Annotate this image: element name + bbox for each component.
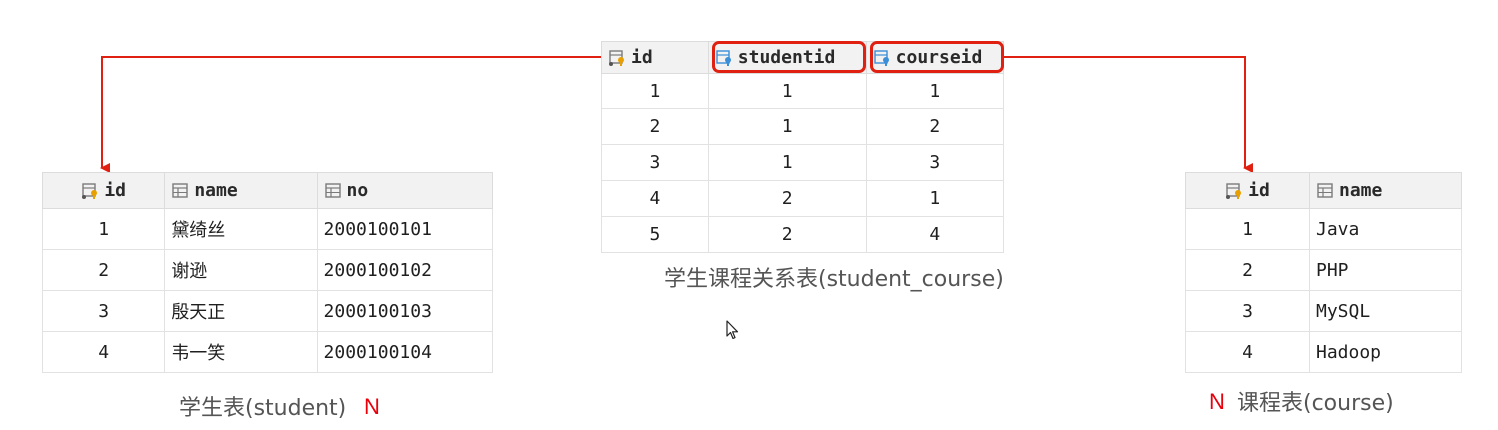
column-header-id[interactable]: id [1185, 172, 1310, 209]
cell-name[interactable]: 殷天正 [164, 290, 318, 332]
cell-courseid[interactable]: 1 [865, 180, 1005, 217]
cell-id[interactable]: 2 [41, 249, 166, 291]
cell-name[interactable]: MySQL [1309, 290, 1462, 332]
cell-id[interactable]: 5 [601, 216, 709, 253]
cell-id[interactable]: 4 [41, 331, 166, 373]
key-column-icon [609, 49, 624, 66]
cell-courseid[interactable]: 2 [865, 108, 1005, 145]
cell-studentid[interactable]: 1 [707, 144, 867, 181]
key-column-icon [1226, 182, 1242, 199]
course-caption: 课程表(course) [1237, 391, 1394, 416]
cell-id[interactable]: 4 [1185, 331, 1310, 373]
table-row[interactable]: 1 黛绮丝 2000100101 [41, 208, 494, 250]
table-row[interactable]: 2 谢逊 2000100102 [41, 249, 494, 291]
cell-name[interactable]: PHP [1309, 249, 1462, 291]
column-header-studentid[interactable]: studentid [707, 41, 867, 74]
column-icon [172, 182, 189, 198]
cell-no[interactable]: 2000100103 [316, 290, 494, 332]
foreign-key-column-icon [716, 49, 731, 66]
cell-id[interactable]: 3 [601, 144, 709, 181]
header-label: no [346, 180, 369, 201]
student-cardinality: N [364, 394, 380, 419]
table-row[interactable]: 4 韦一笑 2000100104 [41, 331, 494, 373]
table-row[interactable]: 1 1 1 [601, 73, 1005, 109]
student-course-caption: 学生课程关系表(student_course) [664, 267, 1004, 292]
table-row[interactable]: 1 Java [1185, 208, 1462, 250]
studentid-highlight [712, 41, 866, 73]
cell-courseid[interactable]: 4 [865, 216, 1005, 253]
cell-name[interactable]: Java [1309, 208, 1462, 250]
cell-courseid[interactable]: 3 [865, 144, 1005, 181]
mouse-cursor-icon [726, 320, 739, 340]
header-label: name [1339, 180, 1383, 201]
header-label: studentid [737, 47, 836, 68]
cell-name[interactable]: 黛绮丝 [164, 208, 318, 250]
cell-id[interactable]: 2 [601, 108, 709, 145]
cell-name[interactable]: Hadoop [1309, 331, 1462, 373]
header-label: name [194, 180, 238, 201]
cell-name[interactable]: 韦一笑 [164, 331, 318, 373]
column-icon [324, 182, 341, 198]
header-label: id [1248, 180, 1270, 201]
column-header-id[interactable]: id [41, 172, 166, 209]
cell-no[interactable]: 2000100101 [316, 208, 494, 250]
cell-courseid[interactable]: 1 [865, 73, 1005, 109]
cell-studentid[interactable]: 1 [707, 108, 867, 145]
column-header-name[interactable]: name [164, 172, 318, 209]
column-header-id[interactable]: id [601, 41, 709, 74]
cell-id[interactable]: 2 [1185, 249, 1310, 291]
column-icon [1317, 182, 1333, 198]
column-header-name[interactable]: name [1309, 172, 1462, 209]
header-label: id [631, 47, 653, 68]
cell-id[interactable]: 1 [601, 73, 709, 109]
header-label: courseid [895, 47, 983, 68]
column-header-no[interactable]: no [316, 172, 494, 209]
cell-name[interactable]: 谢逊 [164, 249, 318, 291]
studentid-to-student-arrow [100, 56, 714, 173]
cell-id[interactable]: 4 [601, 180, 709, 217]
student-caption: 学生表(student) [179, 396, 347, 421]
table-row[interactable]: 4 2 1 [601, 180, 1005, 217]
cell-studentid[interactable]: 2 [707, 180, 867, 217]
cell-no[interactable]: 2000100104 [316, 331, 494, 373]
table-row[interactable]: 3 MySQL [1185, 290, 1462, 332]
table-row[interactable]: 4 Hadoop [1185, 331, 1462, 373]
courseid-to-course-arrow [1004, 56, 1253, 173]
key-column-icon [82, 182, 98, 199]
header-label: id [104, 180, 126, 201]
student-course-table: id studentid [601, 41, 1005, 253]
cell-no[interactable]: 2000100102 [316, 249, 494, 291]
courseid-highlight [870, 41, 1004, 73]
cell-studentid[interactable]: 1 [707, 73, 867, 109]
cell-studentid[interactable]: 2 [707, 216, 867, 253]
table-row[interactable]: 2 PHP [1185, 249, 1462, 291]
cell-id[interactable]: 3 [41, 290, 166, 332]
table-row[interactable]: 5 2 4 [601, 216, 1005, 253]
table-row[interactable]: 3 1 3 [601, 144, 1005, 181]
student-table: id name [41, 172, 494, 373]
table-row[interactable]: 3 殷天正 2000100103 [41, 290, 494, 332]
cell-id[interactable]: 1 [1185, 208, 1310, 250]
cell-id[interactable]: 1 [41, 208, 166, 250]
cell-id[interactable]: 3 [1185, 290, 1310, 332]
table-row[interactable]: 2 1 2 [601, 108, 1005, 145]
foreign-key-column-icon [873, 49, 889, 66]
course-cardinality: N [1209, 389, 1225, 414]
course-table: id name 1 Java 2 P [1185, 172, 1462, 373]
